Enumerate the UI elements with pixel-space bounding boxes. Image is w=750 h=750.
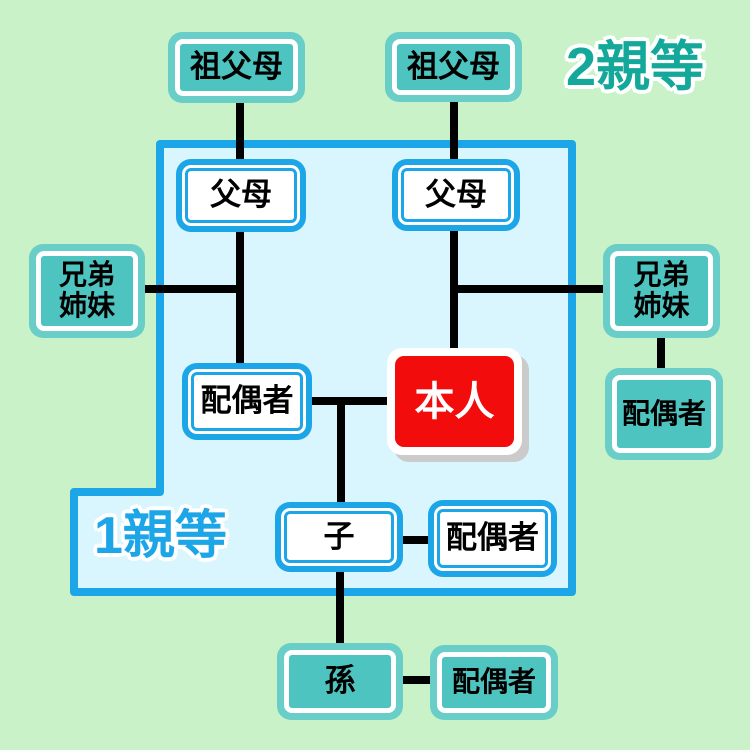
node-label: 兄弟 — [633, 259, 690, 291]
connector-siblings-right — [450, 285, 605, 293]
connector-child-grandchild — [336, 570, 344, 645]
node-label: 姉妹 — [633, 290, 690, 321]
connector-grandparents-right-parents — [450, 102, 458, 163]
second-degree-label: 2親等 — [566, 37, 705, 97]
node-spouse-of-sibling: 配偶者 — [605, 368, 723, 460]
node-grandchild: 孫 — [277, 643, 403, 720]
node-siblings-right: 兄弟 姉妹 — [603, 244, 720, 338]
first-degree-label: 1親等 — [94, 507, 227, 565]
node-grandparents-right: 祖父母 — [385, 32, 522, 102]
node-label: 孫 — [324, 663, 356, 699]
connector-grandchild-spouse — [401, 676, 432, 684]
node-parents-right: 父母 — [392, 159, 520, 231]
connector-spouse-self — [310, 397, 389, 405]
connector-siblings-left — [145, 285, 244, 293]
node-label: 配偶者 — [200, 383, 294, 419]
node-label: 子 — [323, 518, 355, 554]
connector-couple-child — [337, 399, 345, 504]
connector-parents-left-spouse — [236, 231, 244, 365]
node-label: 姉妹 — [58, 290, 115, 321]
node-label: 兄弟 — [58, 259, 115, 291]
node-self: 本人 — [387, 348, 522, 455]
node-label: 本人 — [414, 379, 495, 424]
node-label: 配偶者 — [621, 397, 706, 429]
node-parents-left: 父母 — [176, 159, 306, 232]
node-label: 祖父母 — [190, 49, 283, 85]
connector-grandparents-left-parents — [236, 103, 244, 163]
node-label: 配偶者 — [451, 666, 536, 698]
node-label: 祖父母 — [407, 48, 500, 84]
node-grandparents-left: 祖父母 — [168, 32, 305, 103]
node-label: 父母 — [210, 177, 272, 213]
connector-child-spouse — [401, 536, 430, 544]
node-spouse-of-self: 配偶者 — [182, 363, 312, 440]
node-label: 父母 — [425, 176, 487, 212]
node-siblings-left: 兄弟 姉妹 — [29, 244, 145, 338]
node-child: 子 — [275, 502, 403, 572]
node-label: 配偶者 — [446, 520, 539, 556]
node-spouse-of-child: 配偶者 — [428, 500, 557, 577]
node-spouse-of-grandchild: 配偶者 — [430, 645, 558, 720]
connector-sibling-right-spouse — [657, 336, 665, 370]
